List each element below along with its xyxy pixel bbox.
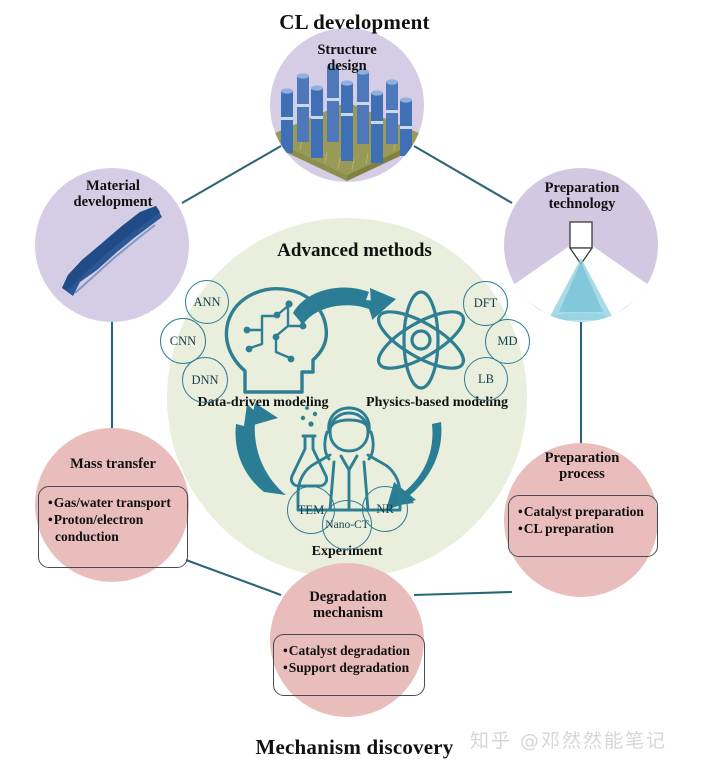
page-title-top: CL development [279,10,430,34]
node-title-material-development: Material development [73,178,153,211]
node-title-degradation-mechanism: Degradation mechanism [309,589,387,622]
arrow-data-to-physics [293,287,388,325]
chip-md[interactable]: MD [485,319,530,364]
node-title-mass-transfer: Mass transfer [70,456,156,472]
list-item: CL preparation [518,520,649,537]
list-item: Support degradation [283,659,416,676]
chip-ann[interactable]: ANN [185,280,229,324]
bullet-box-degradation-mechanism: Catalyst degradation Support degradation [273,634,425,696]
list-item: conduction [55,529,119,544]
chip-cnn[interactable]: CNN [160,318,206,364]
arrow-experiment-to-data [235,404,286,495]
chip-lb[interactable]: LB [464,357,508,401]
advanced-methods-circle [167,218,527,578]
label-experiment: Experiment [311,544,383,559]
chip-dft[interactable]: DFT [463,281,508,326]
arrow-head-right [370,288,396,320]
arrow-head-up-left [250,403,278,426]
chip-nr[interactable]: NR [362,486,408,532]
node-circle-degradation-mechanism [270,563,424,717]
center-title-advanced-methods: Advanced methods [277,240,432,261]
list-item: Proton/electron [48,511,179,528]
bullet-box-mass-transfer: Gas/water transport Proton/electron cond… [38,486,188,568]
chip-dnn[interactable]: DNN [182,357,228,403]
connector-prepprocess-degradation [413,590,513,597]
connector-lines [110,145,583,597]
node-title-preparation-process: Preparation process [544,450,620,483]
list-item: Gas/water transport [48,494,179,511]
brain-circuit-head-icon [224,287,329,394]
connector-degradation-masstransfer [185,559,282,596]
connector-material-structure [181,145,282,204]
connector-structure-preptech [413,145,513,204]
node-title-preparation-technology: Preparation technology [544,180,620,213]
label-physics-based-modeling: Physics-based modeling [366,395,508,410]
list-item: Catalyst preparation [518,503,649,520]
pillar-group [281,63,412,163]
nanostructure-pillars-icon [270,63,424,181]
zhihu-watermark: 知乎 @邓然然能笔记 [470,729,668,752]
node-title-structure-design: Structure design [317,42,377,75]
atom-icon [376,290,466,390]
page-title-bottom: Mechanism discovery [255,735,454,759]
spray-coating-icon [509,221,653,322]
bullet-box-preparation-process: Catalyst preparation CL preparation [508,495,658,557]
nanorod-icon [62,206,162,296]
label-data-driven-modeling: Data-driven modeling [197,395,329,410]
list-item: Catalyst degradation [283,642,416,659]
